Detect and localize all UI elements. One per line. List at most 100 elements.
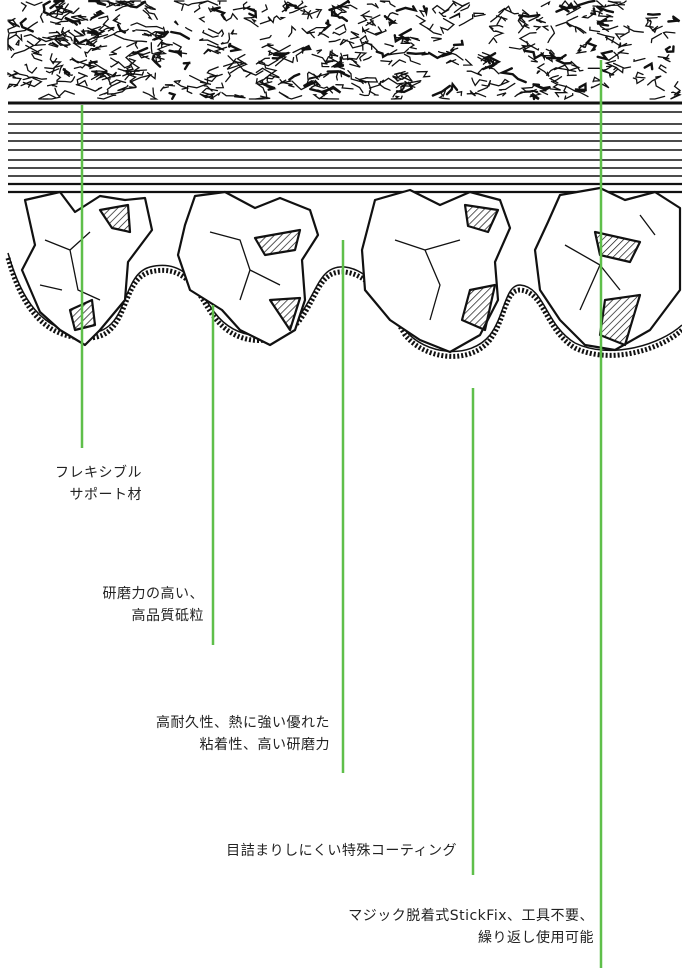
fleece-fiber	[24, 63, 38, 74]
fleece-fiber	[545, 48, 555, 55]
fleece-fiber	[587, 67, 611, 78]
fleece-fiber	[471, 77, 488, 87]
fleece-fiber	[284, 3, 297, 12]
callout-support-line-1: フレキシブル	[55, 465, 142, 481]
fleece-fiber	[623, 25, 644, 33]
fleece-fiber	[164, 84, 176, 87]
grain-4	[533, 186, 682, 352]
fleece-fiber	[548, 74, 559, 84]
fleece-fiber	[15, 21, 39, 37]
fleece-fiber	[53, 64, 65, 74]
fleece-fiber	[318, 31, 330, 38]
fleece-fiber	[395, 70, 406, 78]
fleece-fiber	[535, 16, 547, 24]
fleece-fiber	[302, 80, 316, 88]
fleece-fiber	[226, 58, 246, 70]
fleece-fiber	[331, 4, 343, 13]
fleece-fiber	[324, 60, 339, 63]
fleece-fiber	[215, 82, 225, 89]
fleece-fiber	[207, 28, 225, 37]
fleece-fiber	[230, 29, 238, 35]
fleece-fiber	[477, 84, 490, 93]
fleece-fiber	[540, 0, 551, 8]
fleece-fiber	[42, 0, 52, 17]
fleece-fiber	[152, 87, 155, 97]
fleece-fiber	[592, 0, 606, 8]
fleece-fiber	[395, 5, 418, 13]
fleece-fiber	[617, 42, 632, 49]
abrasive-grains	[20, 186, 682, 354]
fleece-fiber	[367, 82, 372, 95]
fleece-fiber	[233, 94, 246, 99]
fleece-fiber	[667, 15, 681, 23]
fleece-fiber	[536, 70, 541, 75]
fleece-fiber	[154, 50, 164, 60]
fleece-fiber	[496, 92, 507, 97]
fleece-fiber	[159, 86, 170, 92]
fleece-fiber	[348, 40, 369, 49]
fleece-fiber	[584, 37, 598, 52]
fleece-fiber	[549, 80, 561, 91]
fleece-fiber	[261, 74, 280, 85]
fleece-fiber	[394, 95, 401, 100]
fleece-fiber	[16, 33, 23, 43]
fleece-fiber	[8, 72, 19, 78]
fleece-fiber	[409, 36, 421, 42]
fleece-fiber	[301, 27, 316, 35]
fleece-fiber	[566, 64, 581, 76]
fleece-fiber	[664, 45, 675, 54]
fleece-fiber	[138, 51, 151, 60]
fleece-fiber	[607, 4, 624, 11]
fleece-fiber	[259, 34, 272, 41]
fleece-fiber	[496, 15, 507, 26]
fleece-fiber	[408, 42, 417, 50]
fleece-fiber	[643, 61, 654, 71]
fleece-fiber	[497, 67, 527, 84]
fleece-fiber	[20, 2, 28, 12]
fleece-fiber	[332, 31, 347, 36]
fleece-fiber	[242, 1, 251, 11]
fleece-fiber	[97, 94, 117, 100]
fleece-fiber	[387, 48, 410, 56]
fleece-fiber	[388, 19, 397, 27]
fleece-fiber	[125, 66, 140, 75]
fleece-fiber	[306, 26, 328, 37]
fleece-fiber	[25, 44, 40, 54]
callout-stickfix-line-2: 繰り返し使用可能	[478, 930, 594, 946]
fleece-fiber	[329, 71, 339, 81]
fleece-fiber	[422, 5, 428, 17]
fleece-fiber	[203, 85, 213, 92]
fleece-fiber	[15, 39, 20, 46]
fleece-fiber	[10, 40, 35, 59]
fleece-fiber	[67, 29, 85, 38]
fleece-fiber	[213, 46, 228, 54]
fleece-fiber	[87, 27, 100, 38]
fleece-fiber	[7, 34, 17, 51]
fleece-fiber	[199, 38, 219, 46]
fleece-fiber	[276, 56, 282, 61]
fleece-fiber	[281, 56, 295, 64]
fleece-fiber	[229, 53, 248, 74]
fleece-fiber	[88, 0, 107, 7]
fleece-fiber	[541, 25, 549, 31]
fleece-fiber	[7, 17, 20, 33]
fleece-fiber	[221, 91, 244, 97]
fleece-fiber	[268, 44, 291, 57]
fleece-fiber	[519, 9, 530, 23]
callout-grain-line-2: 高品質砥粒	[131, 608, 204, 624]
fleece-fiber	[439, 17, 456, 34]
fleece-fiber	[354, 77, 367, 84]
fleece-fiber	[431, 36, 442, 42]
fleece-fiber	[462, 58, 474, 66]
fleece-fiber	[258, 80, 276, 89]
fleece-fiber	[649, 95, 666, 100]
fleece-fiber	[57, 35, 69, 42]
fleece-fiber	[54, 37, 72, 48]
fleece-fiber	[438, 94, 450, 100]
fleece-fiber	[326, 70, 351, 78]
fleece-fiber	[490, 7, 506, 23]
fleece-fiber	[300, 9, 320, 15]
fleece-fiber	[632, 77, 645, 85]
fleece-fiber	[81, 28, 86, 36]
fleece-fiber	[651, 25, 663, 32]
